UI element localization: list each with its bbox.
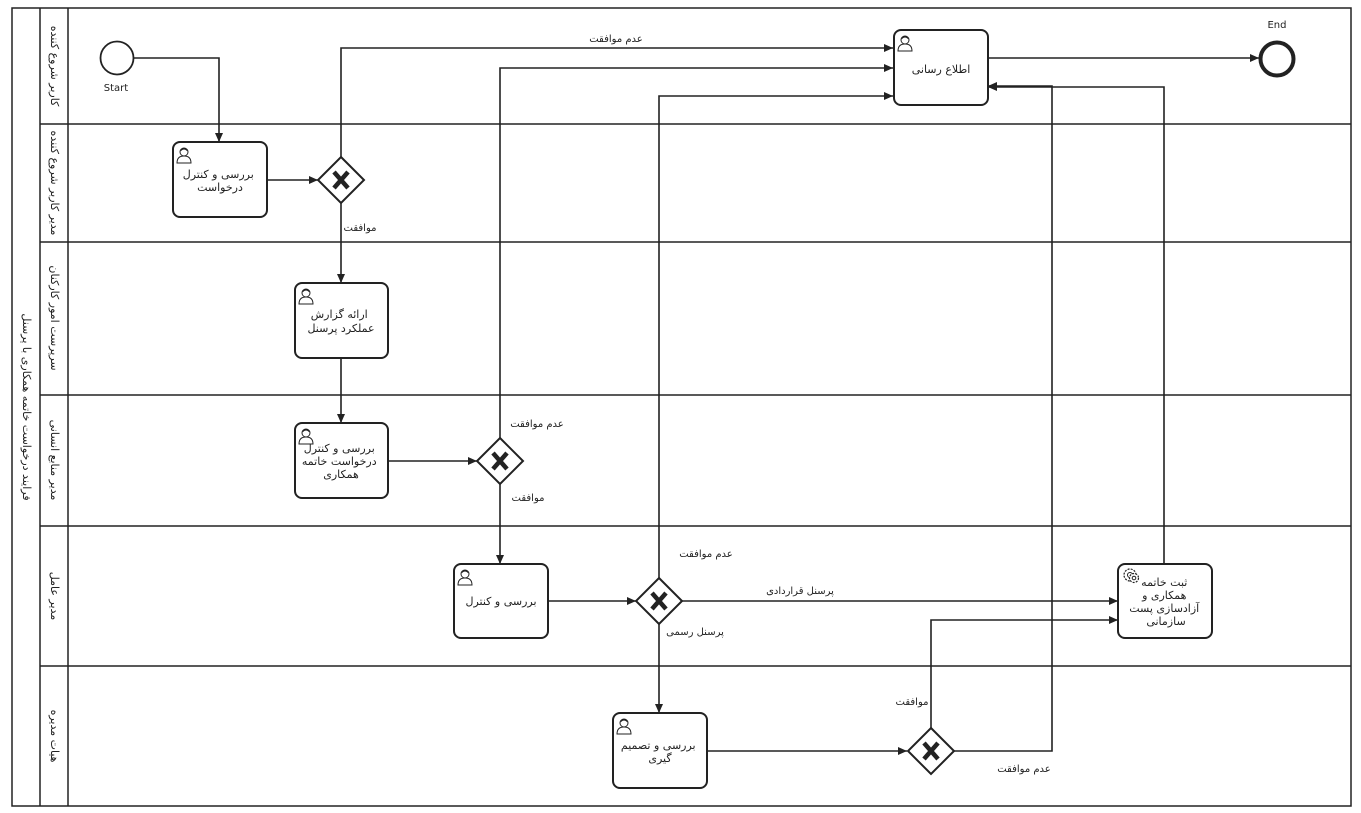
exclusive-x-icon (332, 170, 350, 190)
task-box (893, 29, 989, 106)
task-label-line: گیری (648, 752, 672, 765)
task-box (294, 422, 389, 499)
gear-icon (1123, 568, 1140, 584)
gateway-3 (634, 576, 684, 626)
flow-gateway1-reject (340, 44, 893, 157)
task-review-termination: بررسی و کنترل درخواست خاتمه همکاری (294, 422, 389, 499)
pool-border (11, 7, 1352, 807)
task-register-termination: ثبت خاتمه همکاری و آزادسازی پست سازمانی (1117, 563, 1213, 639)
lane-title-requester: کاربر شروع کننده (48, 26, 61, 107)
task-performance-report: ارائه گزارش عملکرد پرسنل (294, 282, 389, 359)
flow-label: موافقت (896, 697, 929, 708)
pool: فرایند درخواست خاتمه همکاری با پرسنل کار… (11, 7, 1352, 807)
lane-title-hr-manager: مدیر منابع انسانی (48, 420, 61, 501)
exclusive-x-icon (491, 451, 509, 471)
task-label: اطلاع رسانی (912, 63, 971, 76)
task-ceo-review: بررسی و کنترل (453, 563, 549, 639)
gateway-4 (906, 726, 956, 776)
lane-title-requester-manager: مدیر کاربر شروع کننده (48, 131, 61, 236)
start-event-circle (99, 40, 135, 76)
flow-gateway2-reject (499, 64, 893, 438)
task-label-line: درخواست (197, 181, 243, 194)
task-label-line: بررسی و کنترل (465, 595, 536, 608)
task-review-request: بررسی و کنترل درخواست (172, 141, 268, 218)
end-event-circle (1258, 40, 1296, 78)
lane-title-ceo: مدیر عامل (48, 572, 61, 621)
task-label-line: همکاری و (1141, 589, 1187, 602)
task-label-line: بررسی و تصمیم (621, 739, 696, 752)
flow-label: پرسنل رسمی (666, 627, 724, 638)
flow-label: موافقت (512, 493, 545, 504)
exclusive-x-icon (922, 741, 940, 761)
task-label-line: همکاری (323, 468, 359, 481)
task-label: بررسی و کنترل (465, 595, 536, 608)
flow-label: عدم موافقت (510, 419, 564, 430)
end-event: End (1258, 20, 1296, 78)
sequence-flows (134, 44, 1259, 755)
flow-label: عدم موافقت (997, 764, 1051, 775)
task-box (294, 282, 389, 359)
start-event: Start (99, 40, 135, 94)
task-box (1117, 563, 1213, 639)
flow-labels: عدم موافقت موافقت عدم موافقت موافقت عدم … (344, 34, 1051, 775)
task-box (172, 141, 268, 218)
task-label-line: آزادسازی پست (1129, 601, 1200, 615)
flow-label: موافقت (344, 223, 377, 234)
flow-gateway4-approve (930, 616, 1118, 728)
task-label-line: ارائه گزارش (311, 308, 368, 321)
task-box (612, 712, 708, 789)
task-label-line: بررسی و کنترل (183, 168, 254, 181)
task-label: بررسی و تصمیم گیری (621, 739, 699, 765)
task-board-decision: بررسی و تصمیم گیری (612, 712, 708, 789)
task-notify: اطلاع رسانی (893, 29, 989, 106)
start-event-label: Start (104, 83, 129, 94)
task-label-line: اطلاع رسانی (912, 63, 971, 76)
flow-label: پرسنل قراردادی (766, 586, 834, 597)
task-label-line: سازمانی (1146, 615, 1185, 628)
pool-title: فرایند درخواست خاتمه همکاری با پرسنل (20, 313, 33, 500)
end-event-label: End (1267, 20, 1286, 31)
flow-label: عدم موافقت (589, 34, 643, 45)
lane-title-affairs-supervisor: سرپرست امور کارکنان (48, 265, 61, 370)
flow-gateway3-reject (658, 92, 893, 578)
flow-gateway4-reject (954, 82, 1053, 752)
lane-title-board: هیات مدیره (48, 710, 61, 763)
flow-label: عدم موافقت (679, 549, 733, 560)
task-box (453, 563, 549, 639)
task-label: بررسی و کنترل درخواست خاتمه همکاری (302, 442, 380, 481)
gateway-1 (316, 155, 366, 205)
task-label-line: عملکرد پرسنل (307, 322, 374, 335)
flow-register-to-notify (988, 83, 1165, 564)
task-label-line: ثبت خاتمه (1141, 576, 1187, 589)
task-label-line: درخواست خاتمه (302, 455, 377, 468)
task-label-line: بررسی و کنترل (304, 442, 375, 455)
task-label: ارائه گزارش عملکرد پرسنل (307, 308, 374, 335)
task-label: ثبت خاتمه همکاری و آزادسازی پست سازمانی (1129, 576, 1203, 628)
exclusive-x-icon (650, 591, 668, 611)
task-label: بررسی و کنترل درخواست (183, 168, 258, 194)
gateway-2 (475, 436, 525, 486)
flow-start-to-review (134, 57, 223, 142)
